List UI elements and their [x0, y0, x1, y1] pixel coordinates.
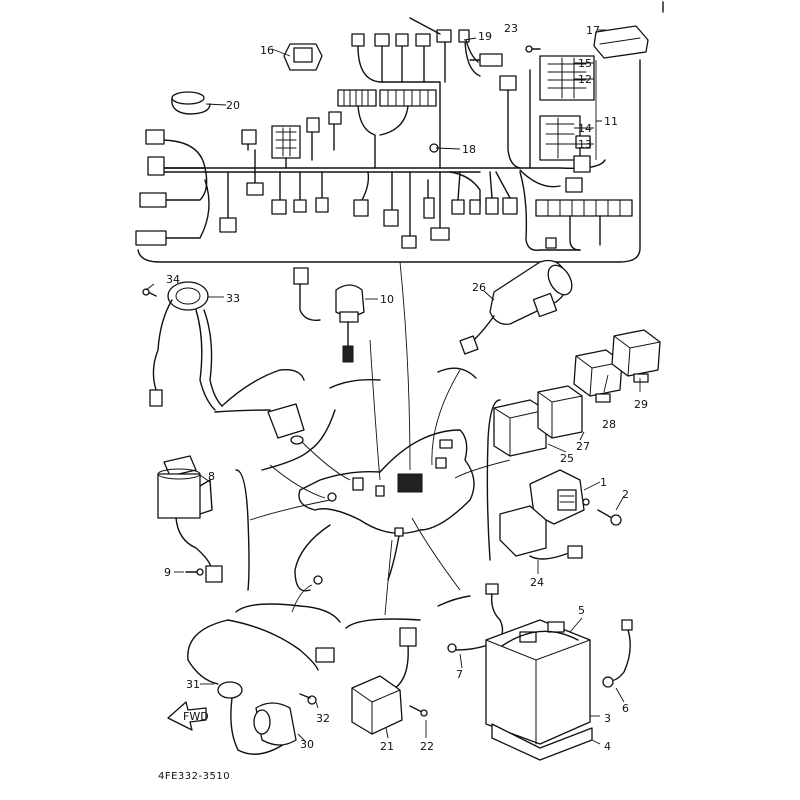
callout-16: 16 — [260, 44, 274, 57]
callout-31: 31 — [186, 678, 200, 691]
leader-lines — [235, 261, 511, 629]
chassis-outline — [294, 429, 475, 592]
callout-14: 14 — [578, 122, 592, 135]
main-wire-harness — [135, 17, 649, 263]
battery-lead-6 — [602, 619, 633, 688]
callout-15: 15 — [578, 57, 592, 70]
callout-30: 30 — [300, 738, 314, 751]
callout-3: 3 — [604, 712, 611, 725]
callout-26: 26 — [472, 281, 486, 294]
callout-12: 12 — [578, 73, 592, 86]
callout-10: 10 — [380, 293, 394, 306]
bolt-2 — [597, 509, 622, 526]
starter-relay-1 — [529, 469, 590, 525]
callout-7: 7 — [456, 668, 463, 681]
callout-19: 19 — [478, 30, 492, 43]
callout-labels: 1 2 3 4 5 6 7 8 9 10 11 12 13 14 15 16 1… — [164, 22, 648, 753]
callout-20: 20 — [226, 99, 240, 112]
fwd-label: FWD — [183, 710, 209, 723]
callout-13: 13 — [578, 138, 592, 151]
capacitor-26 — [459, 259, 573, 355]
callout-24: 24 — [530, 576, 544, 589]
callout-28: 28 — [602, 418, 616, 431]
bracket-24 — [499, 505, 583, 560]
starter-motor-30 — [253, 702, 297, 746]
bolt-32 — [299, 693, 317, 705]
callout-2: 2 — [622, 488, 629, 501]
screw-9 — [185, 568, 204, 576]
fuel-sender-33 — [142, 281, 305, 413]
relay-29 — [611, 329, 661, 383]
starter-relay-21 — [351, 627, 417, 735]
callout-4: 4 — [604, 740, 611, 753]
sensor-26-lower — [267, 403, 305, 445]
callout-21: 21 — [380, 740, 394, 753]
relay-27 — [537, 385, 583, 439]
callout-25: 25 — [560, 452, 574, 465]
screw-22 — [409, 705, 428, 717]
ignition-switch-8 — [157, 455, 223, 583]
fwd-arrow: FWD — [167, 701, 209, 731]
callout-11: 11 — [604, 115, 618, 128]
part-number: 4FE332-3510 — [158, 771, 230, 782]
callout-8: 8 — [208, 470, 215, 483]
relay-25 — [493, 399, 547, 457]
relay-28 — [573, 349, 623, 403]
callout-23: 23 — [504, 22, 518, 35]
callout-33: 33 — [226, 292, 240, 305]
sensor-31 — [187, 619, 335, 755]
callout-17: 17 — [586, 24, 600, 37]
callout-27: 27 — [576, 440, 590, 453]
battery-3 — [485, 619, 591, 745]
callout-6: 6 — [622, 702, 629, 715]
battery-band-5 — [501, 630, 579, 647]
callout-1: 1 — [600, 476, 607, 489]
battery-cable-7 — [447, 583, 504, 653]
callout-32: 32 — [316, 712, 330, 725]
callout-29: 29 — [634, 398, 648, 411]
callout-34: 34 — [166, 273, 180, 286]
callout-leaders — [145, 29, 641, 745]
callout-22: 22 — [420, 740, 434, 753]
main-switch-10 — [293, 267, 365, 363]
callout-18: 18 — [462, 143, 476, 156]
callout-9: 9 — [164, 566, 171, 579]
callout-5: 5 — [578, 604, 585, 617]
